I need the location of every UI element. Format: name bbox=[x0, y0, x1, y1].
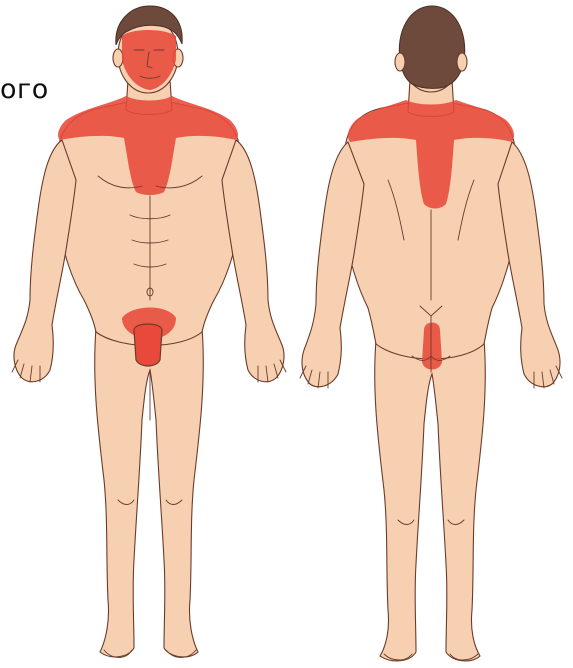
front-legs bbox=[95, 328, 204, 657]
back-sacral-highlight bbox=[422, 323, 442, 370]
back-legs bbox=[375, 340, 486, 661]
back-right-ear bbox=[457, 53, 467, 71]
back-figure bbox=[300, 6, 562, 661]
back-left-ear bbox=[395, 53, 405, 71]
back-hair bbox=[399, 6, 464, 88]
front-penis-highlight bbox=[134, 324, 162, 366]
front-left-ear bbox=[113, 49, 123, 67]
front-figure bbox=[12, 6, 286, 658]
